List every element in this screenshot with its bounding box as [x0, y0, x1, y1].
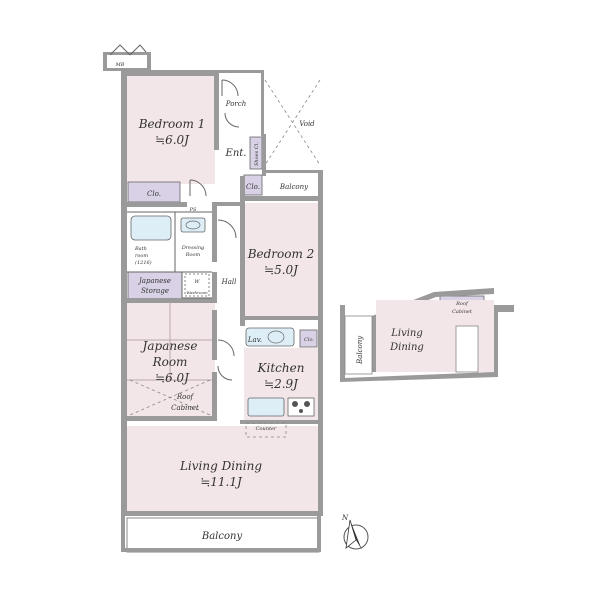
washer-caption: Washroom — [186, 290, 208, 295]
kitchen-name: Kitchen — [257, 361, 305, 375]
bedroom1-size: ≒6.0J — [155, 133, 190, 147]
japanese-room-size: ≒6.0J — [155, 371, 190, 385]
shoes-cl-label: Shoes Cl. — [254, 142, 260, 166]
walls — [103, 52, 323, 516]
bathroom-line2: room — [135, 253, 148, 259]
room-fills — [127, 76, 485, 512]
bedroom1-name: Bedroom 1 — [138, 117, 206, 131]
japanese-storage-line2: Storage — [141, 287, 169, 295]
section-living-line1: Living — [390, 328, 423, 339]
living-dining-name: Living Dining — [179, 459, 262, 473]
bedroom2-name: Bedroom 2 — [247, 247, 315, 261]
bathtub — [130, 215, 172, 241]
bedroom2-size: ≒5.0J — [264, 263, 299, 277]
compass-n-label: N — [341, 514, 349, 522]
hall-label: Hall — [221, 278, 237, 286]
japanese-room-line1: Japanese — [140, 339, 198, 353]
clo-hall-label: Clo. — [246, 183, 260, 191]
kitchen-size: ≒2.9J — [264, 377, 299, 391]
bathroom-line1: Bath — [134, 246, 147, 252]
living-dining-fill — [127, 426, 319, 512]
section-balcony-label: Balcony — [356, 335, 364, 365]
roof-cabinet-line1: Roof — [176, 393, 195, 401]
balcony-bottom-label: Balcony — [201, 531, 243, 542]
roof-cabinet-line2: Cabinet — [171, 404, 199, 412]
bedroom2-fill — [244, 203, 318, 316]
dressing-line1: Dressing — [181, 245, 205, 251]
stove — [287, 397, 315, 417]
dressing-sink — [180, 217, 206, 233]
compass-icon — [343, 519, 369, 550]
ent-label: Ent. — [225, 148, 247, 159]
kitchen-sink — [247, 397, 285, 417]
washer-box — [184, 273, 210, 297]
partitions — [109, 44, 321, 553]
ps-label: PS — [189, 207, 197, 213]
fixtures — [130, 215, 315, 417]
section-roof-cabinet-line2: Cabinet — [452, 309, 473, 315]
section-labels: Balcony Living Dining Roof Cabinet — [356, 301, 473, 365]
bathroom-line3: (1216) — [135, 259, 152, 266]
clo-kitchen-fill — [299, 329, 318, 348]
porch-label: Porch — [225, 100, 246, 108]
bedroom1-fill — [127, 76, 215, 184]
section-roof-cabinet-line1: Roof — [455, 301, 469, 307]
dressing-line2: Room — [185, 252, 201, 258]
washer-w: W — [194, 279, 200, 285]
japanese-room-line2: Room — [152, 355, 188, 369]
void-label: Void — [299, 120, 315, 128]
japanese-storage-line1: Japanese — [137, 277, 171, 285]
mb-label: MB — [115, 62, 125, 68]
lav-label: Lav. — [247, 336, 262, 344]
lav-sink — [245, 327, 295, 347]
counter-label: Counter — [256, 426, 277, 432]
living-dining-size: ≒11.1J — [200, 475, 243, 489]
section-living-line2: Dining — [389, 342, 424, 353]
balcony-upper-label: Balcony — [279, 183, 309, 191]
section-drawing — [340, 288, 514, 382]
clo-kitchen-label: Clo. — [304, 337, 314, 343]
clo-bedroom1-label: Clo. — [147, 190, 161, 198]
room-labels: MB Bedroom 1 ≒6.0J Porch Void Ent. Shoes… — [115, 62, 349, 542]
